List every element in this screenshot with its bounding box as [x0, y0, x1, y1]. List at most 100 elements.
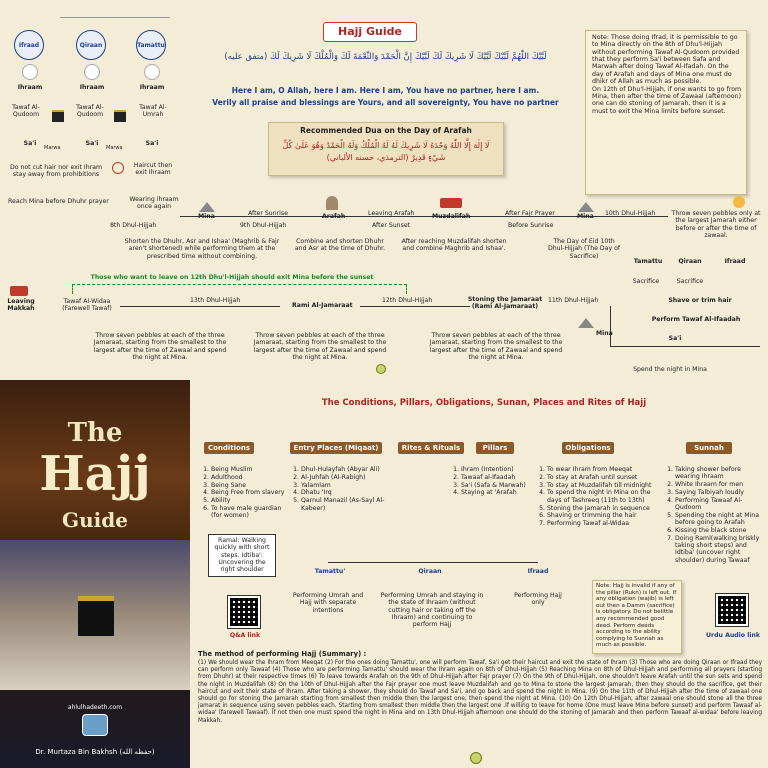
- ifraad-circle: Ifraad: [14, 30, 44, 60]
- bismillah-calligraphy: [60, 6, 170, 18]
- list-item: Adulthood: [211, 474, 288, 481]
- cover-hajj: Hajj: [39, 446, 151, 502]
- tamattu-type: Tamattu': [314, 568, 346, 575]
- list-item: Ihram (Intention): [461, 466, 540, 473]
- ihram-icon: [84, 64, 100, 80]
- ifraad-label: Ifraad: [724, 258, 746, 265]
- twelfth-label: 12th Dhul-Hijjah: [382, 297, 433, 304]
- miqaat-list: Dhul-Hulayfah (Abyar Ali) Al-Juhfah (Al-…: [290, 466, 386, 512]
- mina-tent-icon: [199, 202, 215, 212]
- sacrifice-label: Sacrifice: [632, 278, 660, 285]
- qiraan-type: Qiraan: [418, 568, 442, 575]
- eid-label: The Day of Eid 10th Dhul-Hijjah (The Day…: [547, 238, 621, 260]
- spend-night-label: Spend the night in Mina: [633, 366, 707, 373]
- ihram-icon: [22, 64, 38, 80]
- sunnah-list: Taking shower before wearing Ihraam Whit…: [664, 466, 766, 565]
- qiraan-label: Qiraan: [79, 41, 103, 49]
- list-item: To stay at Arafah until sunset: [547, 474, 662, 481]
- leaving-makkah-label: Leaving Makkah: [7, 298, 35, 313]
- marwa-label: Marwa: [106, 145, 123, 151]
- sai-label: Sa'i: [668, 335, 682, 342]
- ifraad-label: Ifraad: [18, 41, 40, 49]
- sai-label: Sa'i: [85, 140, 99, 147]
- ifraad-type: Ifraad: [527, 568, 549, 575]
- return-line: [610, 306, 611, 346]
- list-item: To have male guardian (for women): [211, 505, 288, 520]
- rites-branch-line: [328, 562, 538, 563]
- sai-label: Sa'i: [145, 140, 159, 147]
- raml-box: Ramal: Walking quickly with short steps.…: [208, 534, 276, 577]
- talbiyah-arabic: لَبَّيْكَ اللّٰهُمَّ لَبَّيْكَ لَبَّيْكَ…: [224, 52, 547, 62]
- ihram-icon: [144, 64, 160, 80]
- tawaf-qudoom-label: Tawaf Al-Qudoom: [12, 104, 40, 119]
- leaving-bus-icon: [10, 286, 28, 296]
- sun-icon: [733, 196, 745, 208]
- table-title: The Conditions, Pillars, Obligations, Su…: [321, 398, 647, 408]
- header-sunnah: Sunnah: [686, 442, 732, 454]
- talbiyah-english-2: Verily all praise and blessings are Your…: [212, 98, 559, 107]
- return-line: [610, 346, 760, 347]
- mina-label: Mina: [596, 330, 613, 337]
- summary-title: The method of performing Hajj (Summary) …: [198, 650, 367, 658]
- tenth-label: 10th Dhul-Hijjah: [605, 210, 656, 217]
- dua-arabic: لَا إِلٰهَ إِلَّا اللّٰهُ وَحْدَهُ لَا ش…: [282, 141, 490, 162]
- leaving-arafah-label: Leaving Arafah: [368, 210, 415, 217]
- list-item: Sa'i (Safa & Marwah): [461, 482, 540, 489]
- eighth-label: 8th Dhul-Hijjah: [110, 222, 157, 229]
- arrow-line: [360, 306, 470, 307]
- leave-12-label: Those who want to leave on 12th Dhu'l-Hi…: [90, 274, 374, 281]
- sacrifice-label: Sacrifice: [676, 278, 704, 285]
- arafah-mountain-icon: [326, 196, 338, 210]
- urdu-qr-code[interactable]: [715, 593, 749, 627]
- pillars-list: Ihram (Intention) Tawaaf al-Ifaadah Sa'i…: [450, 466, 540, 497]
- throw-desc: Throw seven pebbles at each of the three…: [253, 332, 387, 361]
- note2-box: [592, 580, 682, 654]
- list-item: To stay at Muzdalifah till midnight: [547, 482, 662, 489]
- before-sunrise-label: Before Sunrise: [508, 222, 554, 229]
- list-item: Dhatu 'Irq: [301, 489, 386, 496]
- no-scissors-icon: [112, 162, 124, 174]
- wearing-ihram-label: Wearing ihraam once again: [129, 196, 179, 211]
- thirteenth-label: 13th Dhul-Hijjah: [190, 297, 241, 304]
- qa-link[interactable]: Q&A link: [229, 632, 261, 639]
- reach-mina-label: Reach Mina before Dhuhr prayer: [8, 198, 109, 205]
- qa-qr-code[interactable]: [227, 595, 261, 629]
- dua-scroll: [268, 122, 504, 176]
- list-item: Performing Tawaaf Al-Qudoom: [675, 497, 766, 512]
- kaaba-icon: [114, 110, 126, 122]
- dua-title: Recommended Dua on the Day of Arafah: [300, 126, 472, 135]
- cover-guide: Guide: [62, 508, 128, 532]
- tawaf-widaa-label: Tawaf Al-Widaa (Farewell Tawaf): [62, 298, 112, 313]
- tawaf-umrah-label: Tawaf Al-Umrah: [139, 104, 167, 119]
- page-title: Hajj Guide: [338, 25, 402, 38]
- combine-arafah-desc: Combine and shorten Dhuhr and Asr at the…: [294, 238, 386, 253]
- header-pillars: Pillars: [476, 442, 514, 454]
- list-item: Spending the night at Mina before going …: [675, 512, 766, 527]
- eleventh-label: 11th Dhul-Hijjah: [548, 297, 599, 304]
- obligations-list: To wear Ihram from Meeqat To stay at Ara…: [536, 466, 662, 528]
- cover-logo: [82, 714, 108, 736]
- no-cut-label: Do not cut hair nor exit Ihram stay away…: [9, 164, 103, 179]
- note2-text: Note: Hajj is invalid if any of the pill…: [596, 583, 677, 649]
- throw-seven-label: Throw seven pebbles only at the largest …: [671, 210, 761, 239]
- list-item: Tawaaf al-Ifaadah: [461, 474, 540, 481]
- list-item: To spend the night in Mina on the days o…: [547, 489, 662, 504]
- shave-label: Shave or trim hair: [668, 297, 732, 304]
- cover-author: Dr. Murtaza Bin Bakhsh (حفظه الله): [35, 748, 155, 756]
- header-miqaat: Entry Places (Miqaat): [290, 442, 382, 454]
- tawaf-qudoom-label: Tawaf Al-Qudoom: [76, 104, 104, 119]
- badge-icon: [376, 364, 386, 374]
- ihraam-label: Ihraam: [79, 84, 105, 91]
- arafah-label: Arafah: [322, 213, 346, 220]
- list-item: Ability: [211, 497, 288, 504]
- after-sunrise-label: After Sunrise: [248, 210, 288, 217]
- urdu-link[interactable]: Urdu Audio link: [706, 632, 760, 639]
- after-fajr-label: After Fajr Prayer: [505, 210, 555, 217]
- tamattu-label: Tamattu: [137, 41, 165, 49]
- mina-label: Mina: [198, 213, 215, 220]
- arrow-line: [120, 306, 280, 307]
- list-item: Being Free from slavery: [211, 489, 288, 496]
- mina-label: Mina: [577, 213, 594, 220]
- list-item: Qarnul Manazil (As-Sayl Al-Kabeer): [301, 497, 386, 512]
- note-text: Note: Those doing Ifrad, it is permissib…: [592, 34, 742, 115]
